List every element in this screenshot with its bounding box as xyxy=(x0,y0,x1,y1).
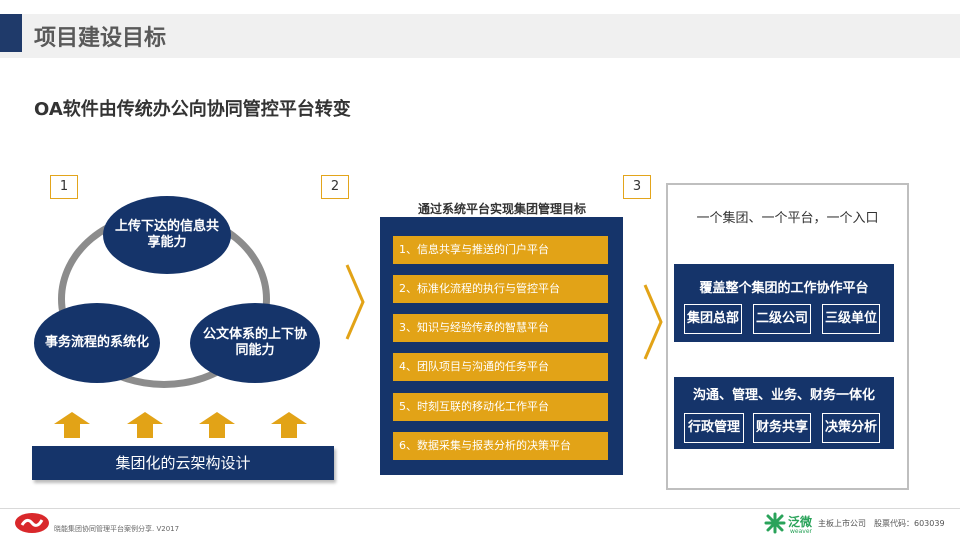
platform-item: 3、知识与经验传承的智慧平台 xyxy=(393,314,608,342)
step-number-1: 1 xyxy=(50,175,78,199)
page-subtitle: OA软件由传统办公向协同管控平台转变 xyxy=(34,99,351,120)
title-bar: 项目建设目标 xyxy=(0,14,960,58)
chip-decision-analysis: 决策分析 xyxy=(822,413,880,443)
chip-group-hq: 集团总部 xyxy=(684,304,742,334)
panel2-caption: 通过系统平台实现集团管理目标 xyxy=(417,202,586,216)
up-arrow-icon xyxy=(199,412,235,438)
chip-secondary-company: 二级公司 xyxy=(753,304,811,334)
ellipse-document-collab: 公文体系的上下协同能力 xyxy=(190,303,320,383)
ellipse-process-system: 事务流程的系统化 xyxy=(34,303,160,383)
collab-platform-block: 覆盖整个集团的工作协作平台 集团总部 二级公司 三级单位 xyxy=(674,264,894,342)
platform-item: 1、信息共享与推送的门户平台 xyxy=(393,236,608,264)
footer-caption: 晓能集团协同管理平台案例分享. V2017 xyxy=(54,525,180,533)
company-logo xyxy=(15,513,49,533)
platform-item: 4、团队项目与沟通的任务平台 xyxy=(393,353,608,381)
up-arrow-icon xyxy=(127,412,163,438)
integration-block: 沟通、管理、业务、财务一体化 行政管理 财务共享 决策分析 xyxy=(674,377,894,449)
step-number-2: 2 xyxy=(321,175,349,199)
platform-item: 6、数据采集与报表分析的决策平台 xyxy=(393,432,608,460)
panel3-heading: 一个集团、一个平台，一个入口 xyxy=(696,211,879,226)
cloud-architecture-bar: 集团化的云架构设计 xyxy=(32,446,334,480)
chevron-right-icon xyxy=(345,264,365,340)
collab-platform-title: 覆盖整个集团的工作协作平台 xyxy=(699,281,869,296)
stock-info: 主板上市公司 股票代码：603039 xyxy=(818,519,945,528)
integration-title: 沟通、管理、业务、财务一体化 xyxy=(692,388,875,403)
chip-finance-sharing: 财务共享 xyxy=(753,413,811,443)
platform-list: 1、信息共享与推送的门户平台 2、标准化流程的执行与管控平台 3、知识与经验传承… xyxy=(380,217,623,475)
weaver-brand: 泛微 xyxy=(788,515,813,529)
chip-admin-management: 行政管理 xyxy=(684,413,744,443)
weaver-logo-icon xyxy=(764,512,786,534)
up-arrow-icon xyxy=(271,412,307,438)
chip-tertiary-unit: 三级单位 xyxy=(822,304,880,334)
platform-item: 2、标准化流程的执行与管控平台 xyxy=(393,275,608,303)
step-number-3: 3 xyxy=(623,175,651,199)
weaver-brand-sub: weaver xyxy=(790,528,812,535)
footer-divider xyxy=(0,508,960,509)
ellipse-info-sharing: 上传下达的信息共享能力 xyxy=(103,196,231,274)
page-title: 项目建设目标 xyxy=(34,26,167,51)
up-arrow-icon xyxy=(54,412,90,438)
title-accent xyxy=(0,14,22,52)
platform-item: 5、时刻互联的移动化工作平台 xyxy=(393,393,608,421)
chevron-right-icon xyxy=(643,284,663,360)
